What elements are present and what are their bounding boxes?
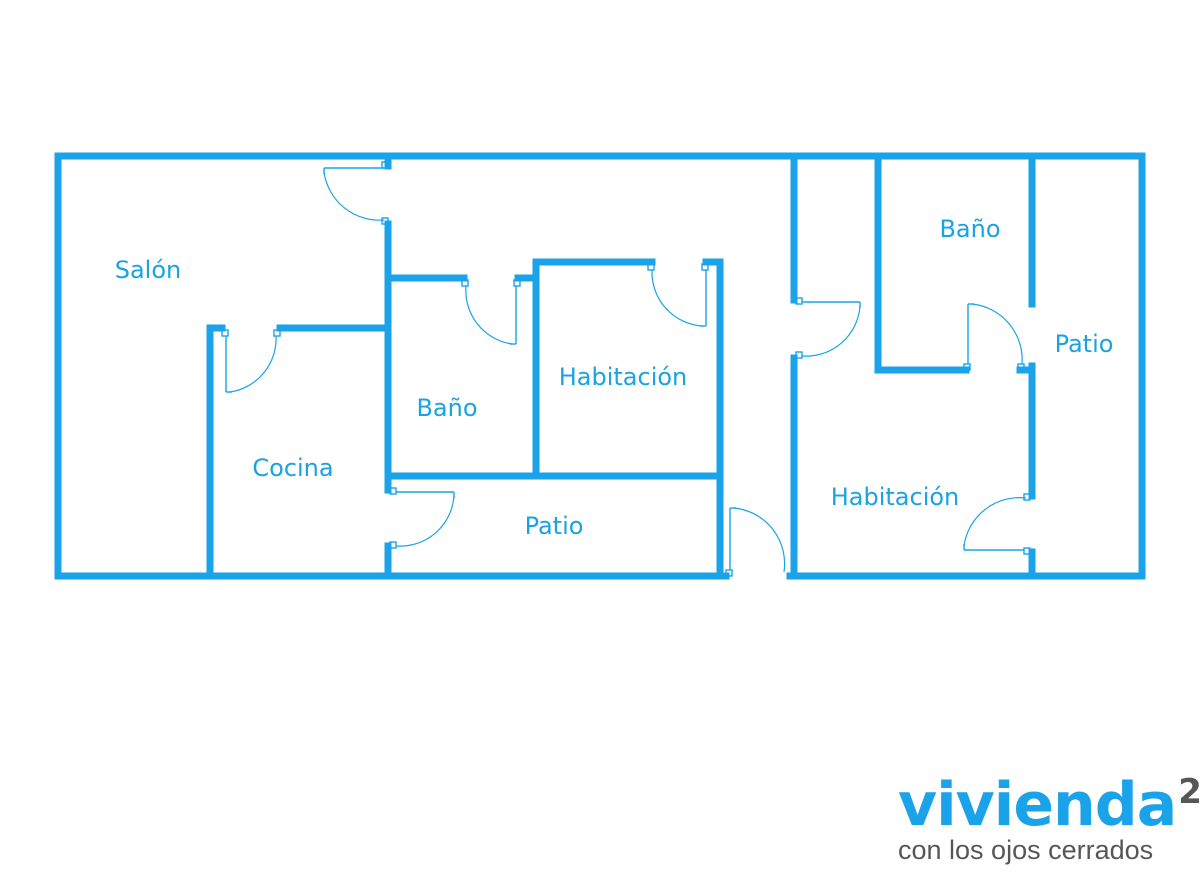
brand-logo: vivienda2 con los ojos cerrados bbox=[898, 760, 1200, 865]
room-label-habitacion-1: Habitación bbox=[559, 363, 688, 391]
brand-tagline: con los ojos cerrados bbox=[898, 835, 1154, 865]
door-salon-entry bbox=[323, 161, 389, 225]
room-label-cocina: Cocina bbox=[252, 454, 333, 482]
door-bano-2 bbox=[963, 303, 1025, 371]
room-label-patio-2: Patio bbox=[1055, 330, 1114, 358]
door-patio-2 bbox=[963, 493, 1031, 555]
door-cocina bbox=[221, 329, 281, 393]
walls bbox=[54, 152, 1146, 580]
brand-superscript: 2 bbox=[1178, 772, 1200, 812]
door-habitacion-1 bbox=[647, 263, 709, 327]
brand-name: vivienda2 bbox=[898, 760, 1200, 840]
door-patio-1 bbox=[389, 487, 455, 549]
outer-wall-right-block bbox=[786, 152, 1146, 580]
room-label-salon: Salón bbox=[115, 256, 182, 284]
room-label-bano-2: Baño bbox=[939, 215, 1000, 243]
door-habitacion-2 bbox=[795, 297, 861, 359]
room-labels: Salón Cocina Baño Habitación Patio Baño … bbox=[115, 215, 1114, 540]
doors bbox=[221, 161, 1031, 577]
brand-name-text: vivienda bbox=[898, 770, 1177, 840]
room-label-bano-1: Baño bbox=[416, 394, 477, 422]
outer-wall-left-block bbox=[54, 152, 730, 580]
room-label-habitacion-2: Habitación bbox=[831, 483, 960, 511]
door-main-entry bbox=[725, 507, 786, 577]
room-label-patio-1: Patio bbox=[525, 512, 584, 540]
door-bano-1 bbox=[461, 279, 521, 345]
